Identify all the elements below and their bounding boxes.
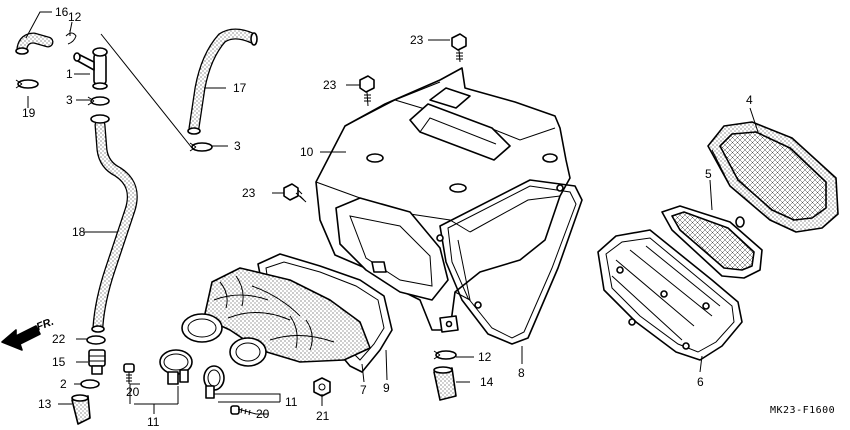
callout-9: 9 — [383, 381, 390, 395]
drain-tube-14 — [433, 366, 457, 401]
drawing-code: MK23-F1600 — [770, 405, 835, 416]
callout-20-left: 20 — [126, 385, 140, 399]
callout-13: 13 — [38, 397, 52, 411]
callout-21: 21 — [316, 409, 330, 423]
drain-plug-15 — [88, 349, 106, 375]
callout-20-right: 20 — [256, 407, 270, 421]
clip-12-top — [65, 30, 77, 45]
air-filter-element-4 — [707, 121, 839, 233]
callout-16: 16 — [55, 5, 69, 19]
leader-lines — [25, 11, 759, 415]
callout-10: 10 — [300, 145, 314, 159]
breather-hose-17 — [187, 28, 258, 135]
seal-8 — [436, 179, 583, 345]
direction-label: FR. — [35, 316, 56, 334]
callout-12-top: 12 — [68, 10, 82, 24]
bolt-23-lower — [283, 183, 307, 203]
clamp-11-left — [159, 349, 193, 385]
screw-20-right — [230, 405, 257, 416]
clamp-11-right — [203, 365, 225, 399]
clip-12-lower — [433, 350, 457, 360]
breather-hose-16 — [15, 32, 54, 55]
callout-23-top: 23 — [410, 33, 424, 47]
bolt-23-middle — [359, 75, 375, 107]
callout-23-lower: 23 — [242, 186, 256, 200]
callout-19: 19 — [22, 106, 36, 120]
clip-19 — [15, 79, 39, 89]
clip-3-right — [189, 142, 213, 152]
callout-12-lower: 12 — [478, 350, 492, 364]
callout-22: 22 — [52, 332, 66, 346]
breather-joint-1 — [73, 47, 108, 90]
screw-20-left — [123, 363, 135, 384]
front-direction-arrow: FR. — [1, 316, 56, 351]
callout-14: 14 — [480, 375, 494, 389]
callout-23-middle: 23 — [323, 78, 337, 92]
callout-11-right: 11 — [285, 395, 298, 409]
callout-6: 6 — [697, 375, 704, 389]
connecting-tube-7 — [181, 253, 393, 373]
reference-line — [100, 33, 193, 149]
callout-15: 15 — [52, 355, 66, 369]
callout-3-right: 3 — [234, 139, 241, 153]
callout-18: 18 — [72, 225, 86, 239]
callout-4: 4 — [746, 93, 753, 107]
callout-1: 1 — [66, 67, 73, 81]
nut-21 — [313, 377, 331, 397]
callout-8: 8 — [518, 366, 525, 380]
clip-2 — [80, 379, 100, 389]
clip-3-left — [87, 96, 110, 106]
breather-hose-18 — [90, 114, 138, 333]
bolt-23-top — [451, 33, 467, 63]
callout-7: 7 — [360, 383, 367, 397]
callout-2: 2 — [60, 377, 67, 391]
callout-11-left: 11 — [147, 415, 160, 429]
callout-3-left: 3 — [66, 93, 73, 107]
drain-tube-13 — [71, 394, 91, 425]
filter-holder-6 — [597, 229, 743, 361]
callout-5: 5 — [705, 167, 712, 181]
filter-guide-5 — [661, 205, 763, 279]
clip-22 — [86, 335, 106, 345]
callout-17: 17 — [233, 81, 247, 95]
